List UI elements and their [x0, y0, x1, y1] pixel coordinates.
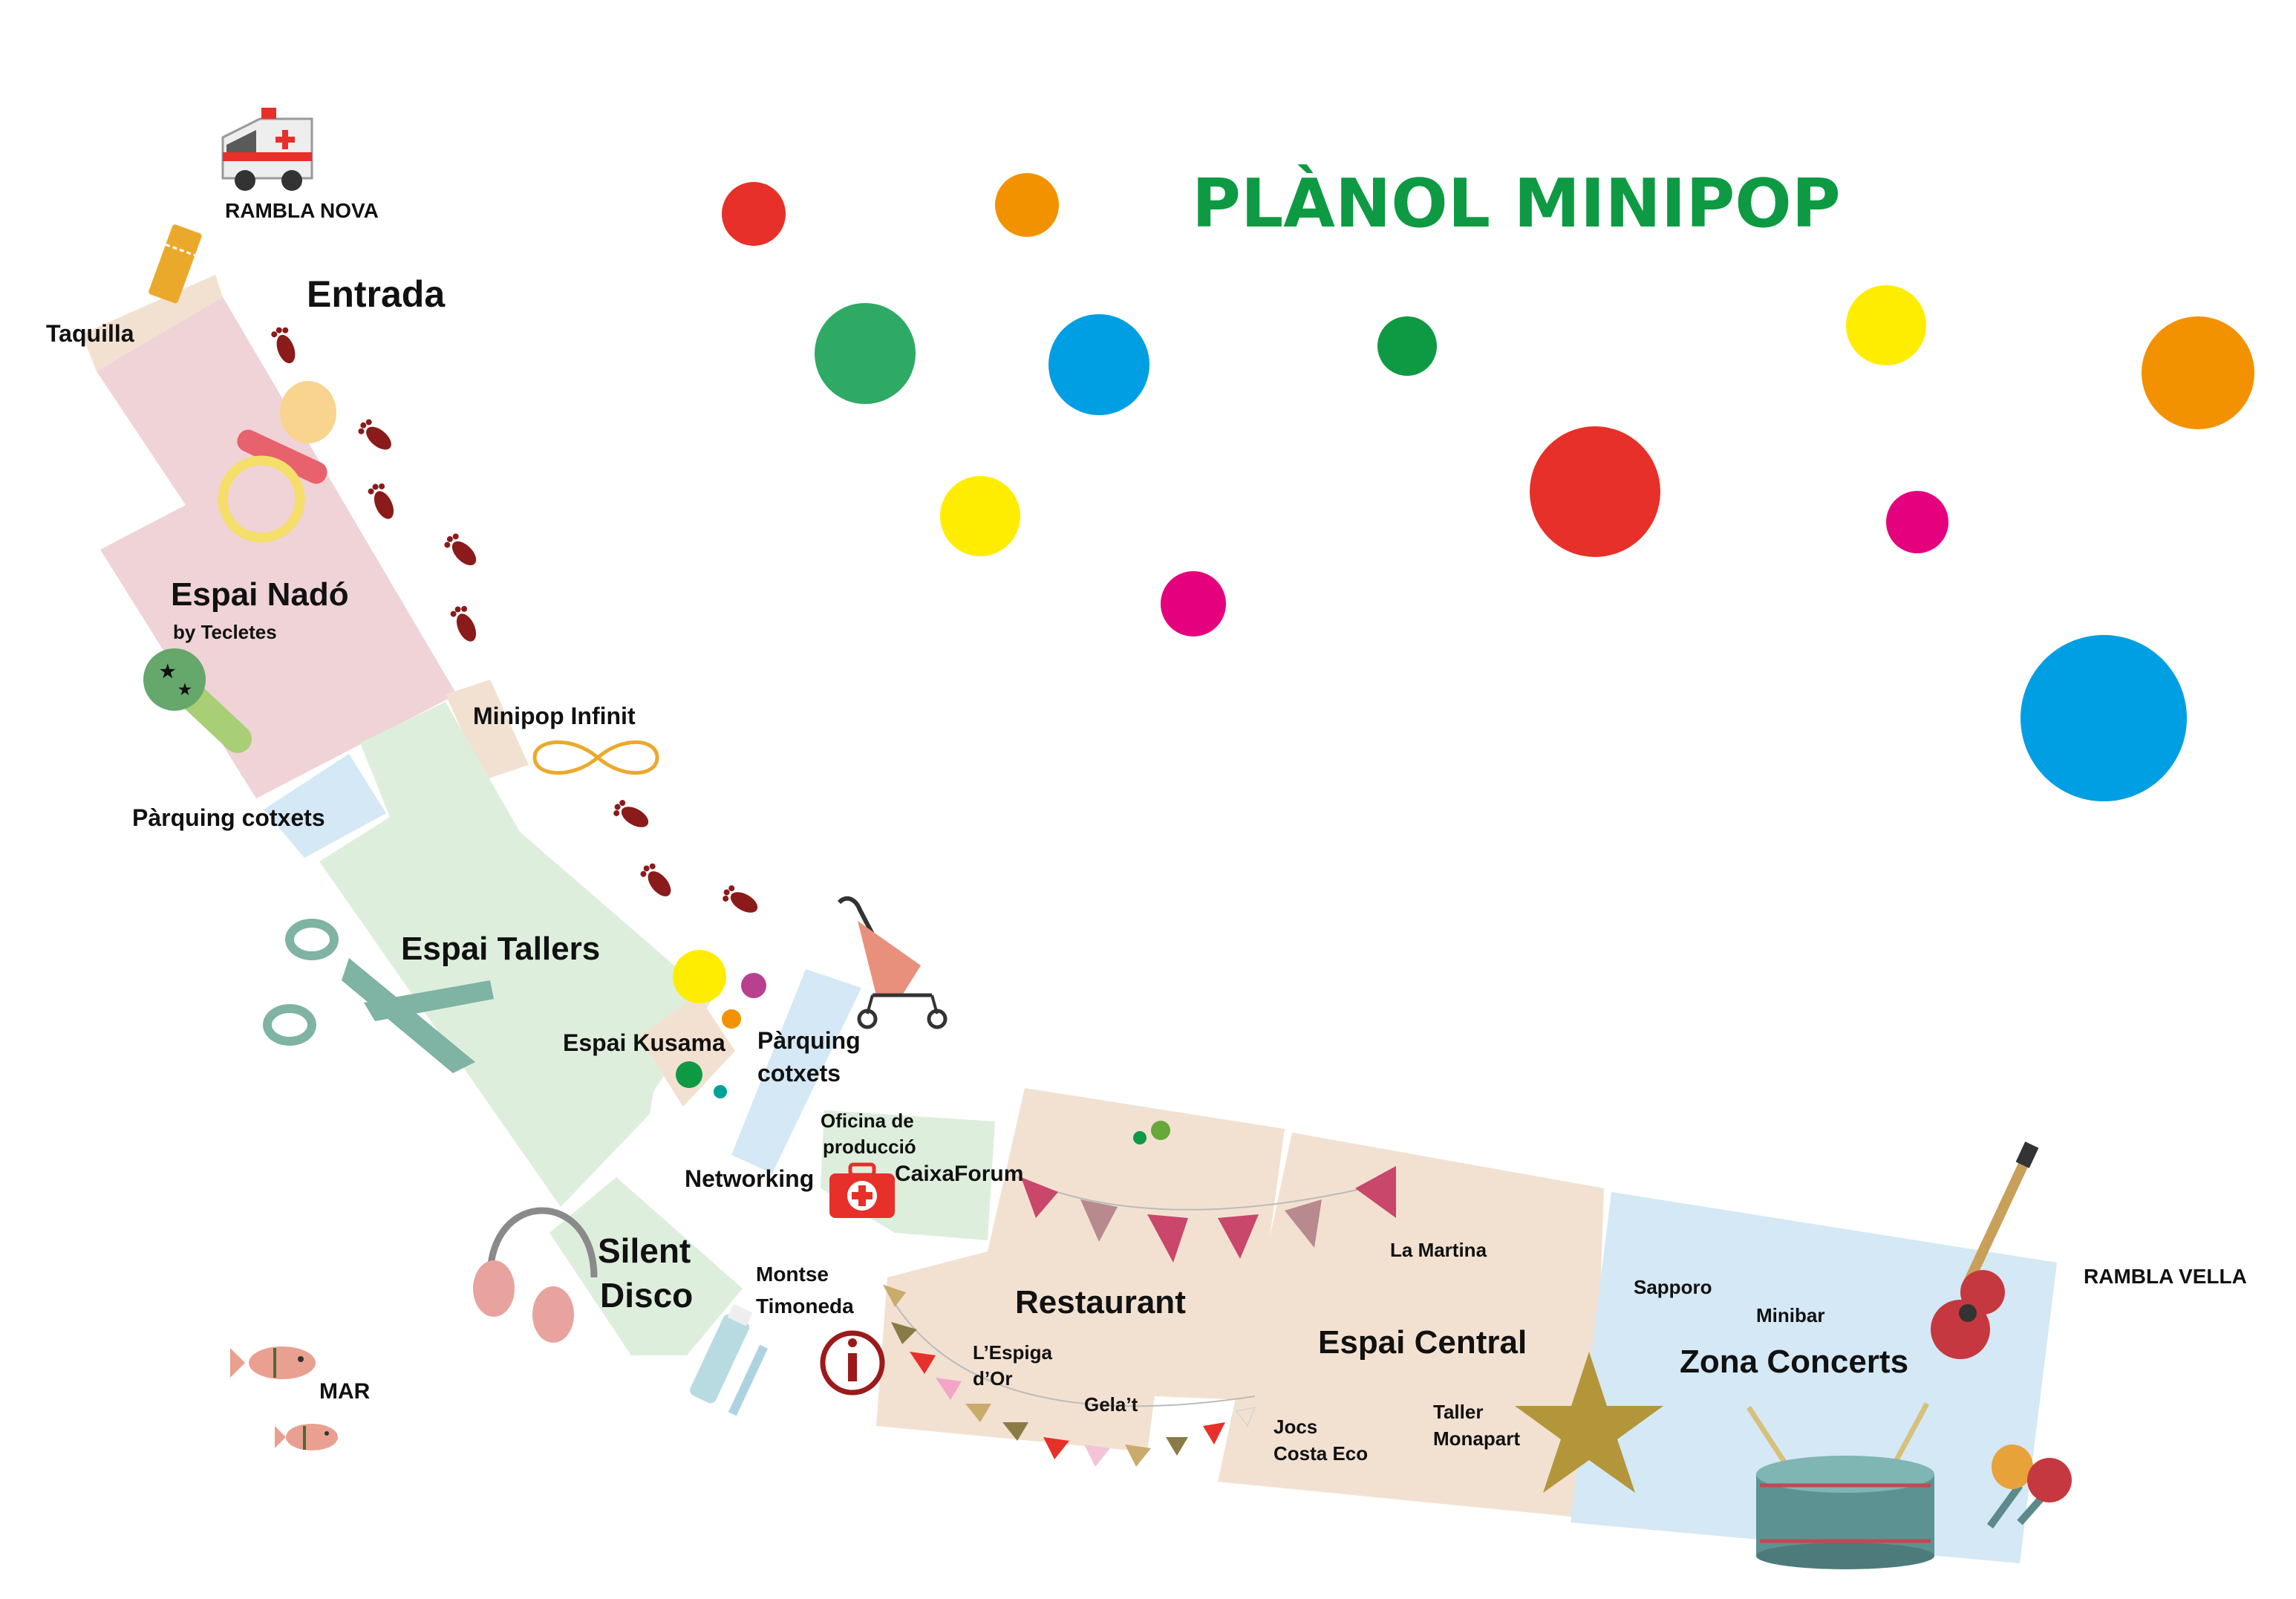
- footprint-icon: [613, 800, 649, 827]
- footprint-icon: [368, 483, 394, 519]
- footprints: [271, 327, 758, 913]
- label-jocs: Jocs: [1273, 1416, 1317, 1438]
- zone-espai-tallers: [319, 702, 713, 1207]
- label-caixaforum: CaixaForum: [895, 1162, 1023, 1186]
- label-timoneda: Timoneda: [756, 1294, 854, 1318]
- dot: [1377, 316, 1437, 376]
- label-gelat: Gela’t: [1084, 1393, 1138, 1416]
- dot: [2021, 635, 2187, 801]
- label-rambla-nova: RAMBLA NOVA: [225, 199, 379, 222]
- footprint-icon: [450, 605, 477, 642]
- dot: [673, 950, 726, 1003]
- bunting-icon: [1017, 1166, 1397, 1263]
- maracas-icon: [1986, 1445, 2072, 1528]
- dot: [1133, 1131, 1147, 1144]
- dot: [676, 1061, 702, 1088]
- zone-concerts: [1571, 1192, 2057, 1563]
- ambulance-icon: [221, 108, 313, 191]
- footprint-icon: [271, 327, 296, 364]
- label-rambla-vella: RAMBLA VELLA: [2084, 1265, 2247, 1288]
- dot: [1886, 491, 1948, 553]
- dot: [1048, 314, 1149, 415]
- label-costa-eco: Costa Eco: [1273, 1442, 1368, 1465]
- label-montse: Montse: [756, 1263, 829, 1286]
- info-icon: [820, 1330, 885, 1396]
- first-aid-icon: [829, 1162, 895, 1218]
- dot: [741, 973, 766, 998]
- dot: [1846, 285, 1926, 365]
- dot: [815, 303, 916, 404]
- dot: [2142, 316, 2254, 429]
- dot: [722, 182, 786, 246]
- svg-text:★: ★: [178, 682, 192, 698]
- label-taquilla: Taquilla: [46, 320, 134, 347]
- zone-restaurant: [876, 1088, 1285, 1452]
- fish-icon: [230, 1346, 316, 1379]
- label-networking: Networking: [685, 1165, 814, 1192]
- zone-silent-disco: [549, 1177, 743, 1355]
- stroller-icon: [837, 896, 948, 1029]
- label-by-tecletes: by Tecletes: [173, 621, 277, 643]
- label-espiga-a: L’Espiga: [973, 1341, 1052, 1364]
- zone-parquing-cotxets-2: [731, 969, 861, 1173]
- zone-espai-kusama: [639, 995, 735, 1107]
- fish-icon: [275, 1424, 338, 1450]
- label-mar: MAR: [319, 1379, 371, 1404]
- footprint-icon: [640, 863, 671, 896]
- toothpaste-icon: [690, 1303, 769, 1416]
- label-parquing-cotxets-2b: cotxets: [757, 1060, 841, 1087]
- dot: [940, 476, 1020, 556]
- label-espiga-b: d’Or: [973, 1367, 1012, 1390]
- label-la-martina: La Martina: [1390, 1239, 1487, 1261]
- zone-minipop-infinit: [446, 680, 529, 780]
- dot: [722, 1009, 741, 1029]
- label-parquing-cotxets-2a: Pàrquing: [757, 1027, 861, 1054]
- guitar-icon: [1931, 1142, 2039, 1359]
- label-disco: Disco: [600, 1276, 693, 1315]
- svg-text:★: ★: [160, 662, 176, 682]
- label-restaurant: Restaurant: [1015, 1284, 1186, 1320]
- dot: [995, 173, 1059, 237]
- label-taller: Taller: [1433, 1401, 1483, 1423]
- bunting-icon: [883, 1284, 1256, 1467]
- zone-parquing-cotxets-1: [264, 754, 386, 858]
- rattle-icon: ★ ★: [143, 648, 252, 753]
- infinity-icon: [532, 740, 659, 775]
- footprint-icon: [723, 885, 758, 913]
- label-sapporo: Sapporo: [1634, 1276, 1712, 1298]
- label-parquing-cotxets-1: Pàrquing cotxets: [132, 804, 325, 831]
- footprint-icon: [444, 533, 477, 566]
- star-icon: [1515, 1352, 1663, 1493]
- scissors-icon: [263, 919, 494, 1073]
- dot: [714, 1085, 727, 1098]
- zone-taquilla: [82, 275, 223, 371]
- label-espai-central: Espai Central: [1318, 1324, 1527, 1361]
- label-minibar: Minibar: [1756, 1304, 1824, 1326]
- label-oficina-b: producció: [823, 1136, 916, 1158]
- zones: [82, 275, 2057, 1563]
- page-title: PLÀNOL MINIPOP: [1192, 163, 1841, 243]
- label-monapart: Monapart: [1433, 1427, 1520, 1450]
- drum-icon: [1747, 1402, 1934, 1569]
- pacifier-icon: [218, 381, 336, 543]
- ticket-icon: [149, 224, 202, 304]
- dot: [1530, 426, 1660, 557]
- dot: [1161, 571, 1226, 636]
- headphones-icon: [473, 1207, 598, 1343]
- label-espai-tallers: Espai Tallers: [401, 931, 600, 967]
- label-espai-kusama: Espai Kusama: [563, 1029, 725, 1056]
- footprint-icon: [358, 419, 391, 450]
- label-zona-concerts: Zona Concerts: [1680, 1344, 1908, 1380]
- dot: [1151, 1121, 1170, 1140]
- label-silent: Silent: [598, 1231, 691, 1270]
- label-espai-nado: Espai Nadó: [171, 576, 349, 613]
- label-minipop-infinit: Minipop Infinit: [473, 703, 636, 729]
- label-entrada: Entrada: [307, 273, 446, 315]
- decorative-dots: [673, 173, 2254, 1144]
- label-oficina-a: Oficina de: [821, 1110, 914, 1132]
